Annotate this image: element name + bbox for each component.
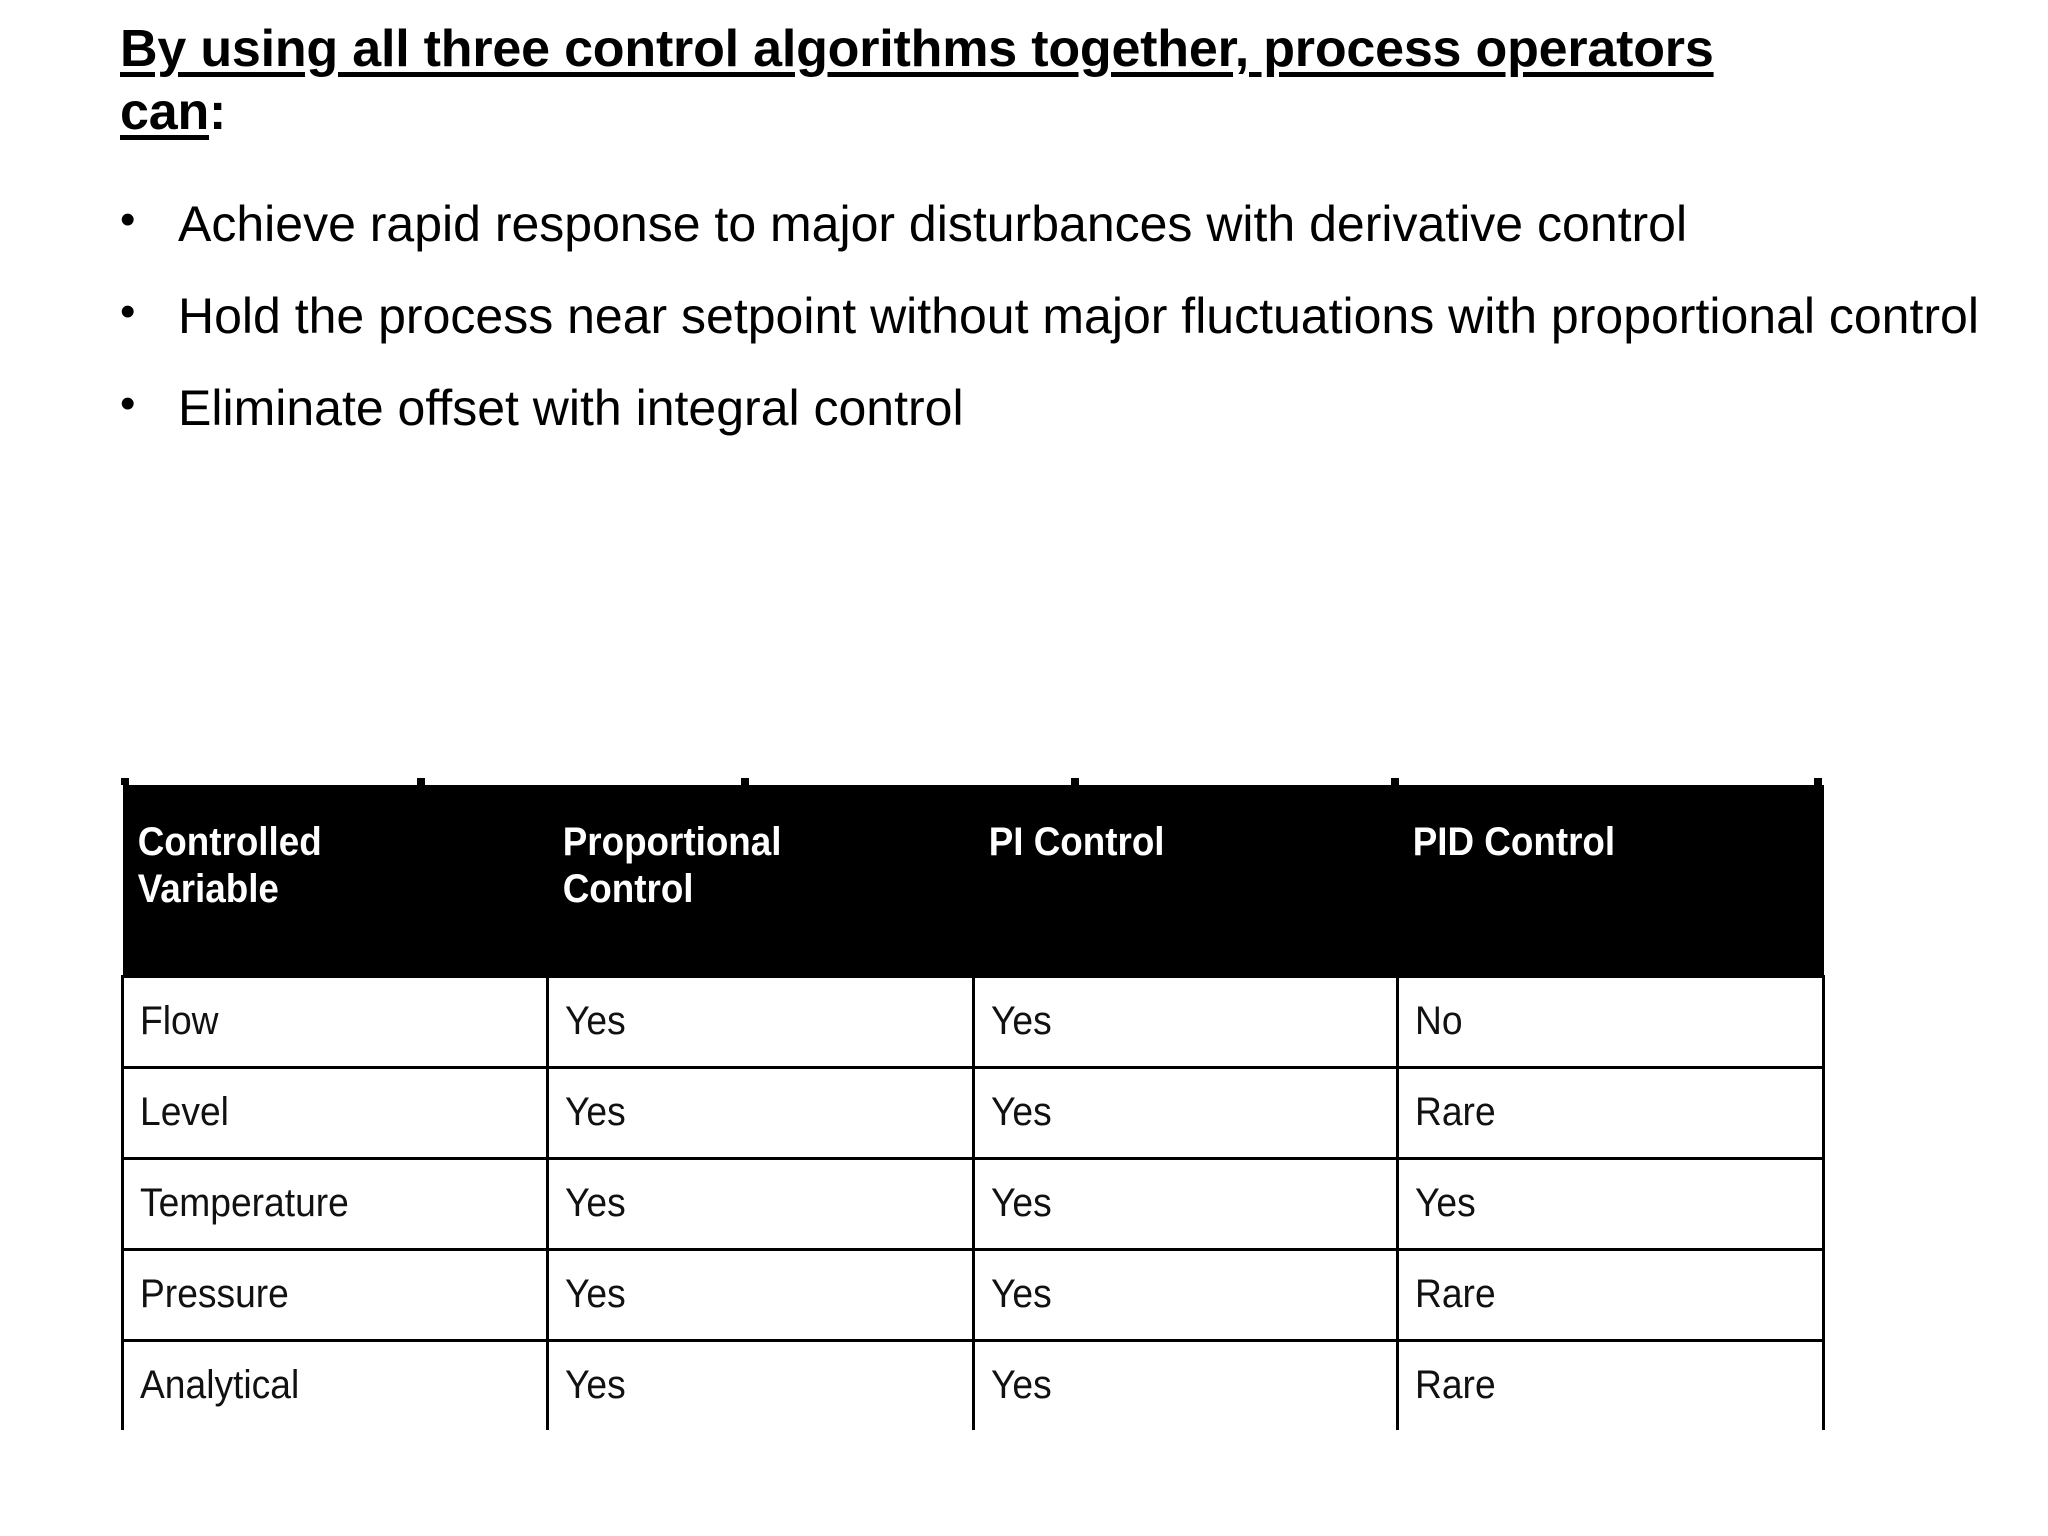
cell-pi: Yes xyxy=(972,1066,1399,1160)
column-header-proportional-control: Proportional Control xyxy=(547,785,940,977)
table-row: Analytical Yes Yes Rare xyxy=(121,1339,1825,1430)
cell-variable: Flow xyxy=(121,975,549,1069)
cell-variable: Pressure xyxy=(121,1248,549,1342)
table: Controlled Variable Proportional Control… xyxy=(121,785,1825,1430)
cell-proportional: Yes xyxy=(546,1339,975,1430)
page-title-colon: : xyxy=(209,83,227,142)
list-item-text: Eliminate offset with integral control xyxy=(178,380,964,436)
cell-pid: Rare xyxy=(1396,1339,1825,1430)
cell-proportional: Yes xyxy=(546,1157,975,1251)
page-title-line1: By using all three control algorithms to… xyxy=(120,20,1714,78)
column-header-controlled-variable: Controlled Variable xyxy=(122,785,514,977)
cell-variable: Level xyxy=(121,1066,549,1160)
control-algorithm-table: Controlled Variable Proportional Control… xyxy=(121,785,1825,1430)
bullet-list: • Achieve rapid response to major disturb… xyxy=(120,192,2030,436)
table-row: Temperature Yes Yes Yes xyxy=(121,1157,1825,1251)
table-header-row: Controlled Variable Proportional Control… xyxy=(122,785,1824,977)
cell-variable: Temperature xyxy=(121,1157,549,1251)
cell-pi: Yes xyxy=(972,1157,1399,1251)
table-row: Level Yes Yes Rare xyxy=(121,1066,1825,1160)
cell-variable: Analytical xyxy=(121,1339,549,1430)
cell-proportional: Yes xyxy=(546,1248,975,1342)
list-item-text: Hold the process near setpoint without m… xyxy=(178,288,1979,344)
list-item: • Achieve rapid response to major disturb… xyxy=(120,192,2030,256)
cell-pi: Yes xyxy=(972,1248,1399,1342)
table-header: Controlled Variable Proportional Control… xyxy=(122,785,1824,977)
cell-pi: Yes xyxy=(972,975,1399,1069)
table-body: Flow Yes Yes No Level Yes Yes Rare Tempe… xyxy=(121,975,1825,1430)
page-title-line2: can xyxy=(120,83,210,142)
list-item: • Eliminate offset with integral control xyxy=(120,376,2030,440)
cell-pi: Yes xyxy=(972,1339,1399,1430)
cell-proportional: Yes xyxy=(546,1066,975,1160)
cell-proportional: Yes xyxy=(546,975,975,1069)
column-header-pid-control: PID Control xyxy=(1397,785,1790,977)
cell-pid: Rare xyxy=(1396,1066,1825,1160)
cell-pid: Yes xyxy=(1396,1157,1825,1251)
bullet-marker-icon: • xyxy=(120,287,136,336)
table-top-ticks xyxy=(121,778,1822,785)
cell-pid: No xyxy=(1396,975,1825,1069)
column-header-pi-control: PI Control xyxy=(973,785,1364,977)
page-title: By using all three control algorithms to… xyxy=(120,18,2020,145)
bullet-marker-icon: • xyxy=(120,379,136,428)
list-item-text: Achieve rapid response to major disturba… xyxy=(178,196,1688,252)
cell-pid: Rare xyxy=(1396,1248,1825,1342)
table-row: Flow Yes Yes No xyxy=(121,975,1825,1069)
list-item: • Hold the process near setpoint without … xyxy=(120,284,2030,348)
table-row: Pressure Yes Yes Rare xyxy=(121,1248,1825,1342)
bullet-marker-icon: • xyxy=(120,195,136,244)
